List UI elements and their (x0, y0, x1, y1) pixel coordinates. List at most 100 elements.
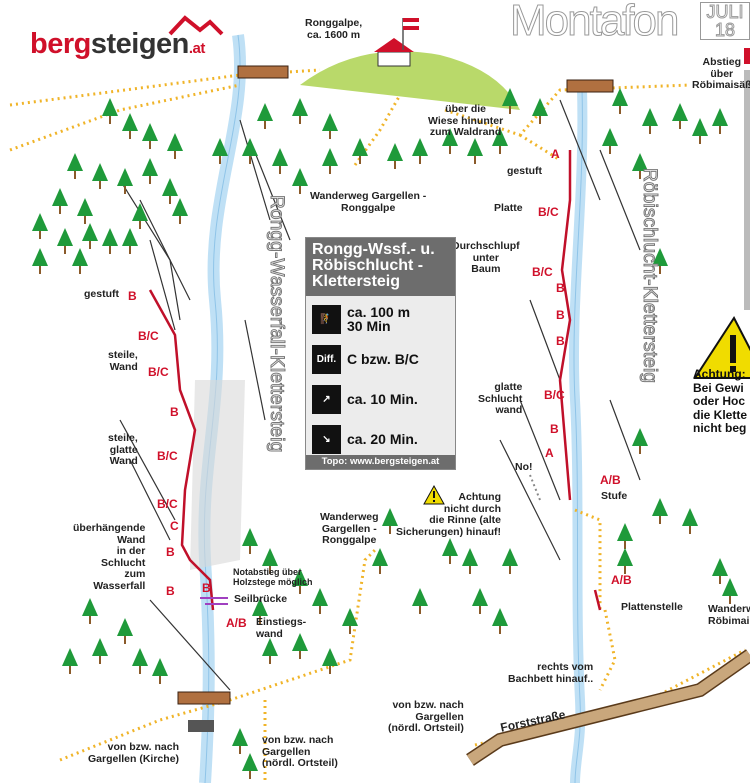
tree-icon (212, 138, 228, 164)
approach-time: ca. 10 Min. (347, 391, 418, 407)
tree-icon (32, 213, 48, 239)
warning-triangle-icon (423, 484, 445, 505)
info-box: Rongg-Wssf.- u.Röbischlucht -Kletterstei… (305, 237, 456, 470)
climber-icon: 🧗 (312, 304, 341, 334)
summit-label: Ronggalpe,ca. 1600 m (305, 17, 363, 41)
tree-icon (712, 108, 728, 134)
seilbruecke-mark (200, 597, 228, 605)
tree-icon (122, 228, 138, 254)
tree-icon (132, 203, 148, 229)
tree-icon (672, 103, 688, 129)
tree-icon (322, 648, 338, 674)
tree-icon (612, 88, 628, 114)
tree-icon (167, 133, 183, 159)
tree-icon (632, 428, 648, 454)
rock-lines (119, 99, 641, 691)
tree-icon (372, 548, 388, 574)
grade-label-right: B (556, 308, 565, 322)
tree-icon (442, 128, 458, 154)
tree-icon (652, 248, 668, 274)
wanderweg-top-label: Wanderweg Gargellen -Ronggalpe (310, 190, 427, 214)
grade-label-left: B (128, 289, 137, 303)
tree-icon (682, 508, 698, 534)
tree-icon (262, 548, 278, 574)
tree-icon (387, 143, 403, 169)
tree-icon (502, 548, 518, 574)
tree-icon (322, 148, 338, 174)
tree-icon (102, 98, 118, 124)
grade-label-right: A/B (611, 573, 632, 587)
tree-icon (67, 153, 83, 179)
watermark-badge: JULI 18 (700, 2, 750, 40)
tree-icon (162, 178, 178, 204)
grade-label-right: A (551, 147, 560, 161)
route-right-name: Röbischlucht-Klettersteig (639, 168, 661, 384)
tree-icon (462, 548, 478, 574)
grade-label-left: B/C (148, 365, 169, 379)
tree-icon (602, 128, 618, 154)
tree-icon (292, 633, 308, 659)
hiker-down-icon: ↘ (312, 424, 341, 454)
tree-icon (102, 228, 118, 254)
platte-label: Platte (494, 202, 523, 214)
tree-icon (242, 753, 258, 779)
grade-label-right: A (545, 446, 554, 460)
difficulty-icon: Diff. (312, 344, 341, 374)
tree-icon (32, 248, 48, 274)
grade-label-right: B/C (544, 388, 565, 402)
tree-icon (262, 638, 278, 664)
tree-icon (72, 248, 88, 274)
tree-icon (532, 98, 548, 124)
einstieg-label: Einstiegs-wand (256, 616, 307, 640)
tree-icon (292, 168, 308, 194)
tree-icon (292, 568, 308, 594)
tree-icon (242, 528, 258, 554)
klettersteig-routes (148, 150, 602, 611)
gestuft-left-label: gestuft (84, 288, 119, 300)
steile-wand-label: steile,Wand (108, 349, 138, 373)
descent-time: ca. 20 Min. (347, 431, 418, 447)
grade-label-right: B (556, 281, 565, 295)
tree-icon (257, 103, 273, 129)
grade-label-right: B/C (538, 205, 559, 219)
tree-icon (142, 158, 158, 184)
tree-icon (382, 508, 398, 534)
tree-icon (272, 148, 288, 174)
grade-label-right: B/C (532, 265, 553, 279)
waterfall-gorge (190, 380, 245, 570)
logo-roof-icon (168, 15, 224, 36)
grade-label-left: C (170, 519, 179, 533)
tree-icon (412, 138, 428, 164)
grade-label-left: B (166, 584, 175, 598)
bergsteigen-logo: bergsteigen.at (30, 28, 205, 60)
tree-icon (322, 113, 338, 139)
tree-icon (122, 113, 138, 139)
stufe-label: Stufe (601, 490, 628, 502)
tree-icon (642, 108, 658, 134)
tree-icon (692, 118, 708, 144)
no-label: No! (515, 461, 533, 473)
tree-icon (722, 578, 738, 604)
hut-icon (374, 38, 414, 67)
tree-icon (502, 88, 518, 114)
tree-icon (442, 538, 458, 564)
gestuft-right-label: gestuft (507, 165, 542, 177)
tree-icon (652, 498, 668, 524)
austrian-flag-icon (402, 18, 419, 50)
grade-label-left: B/C (157, 497, 178, 511)
tree-icon (412, 588, 428, 614)
tree-icon (117, 618, 133, 644)
tree-icon (132, 648, 148, 674)
grade-label-left: B/C (157, 449, 178, 463)
tree-icon (57, 228, 73, 254)
